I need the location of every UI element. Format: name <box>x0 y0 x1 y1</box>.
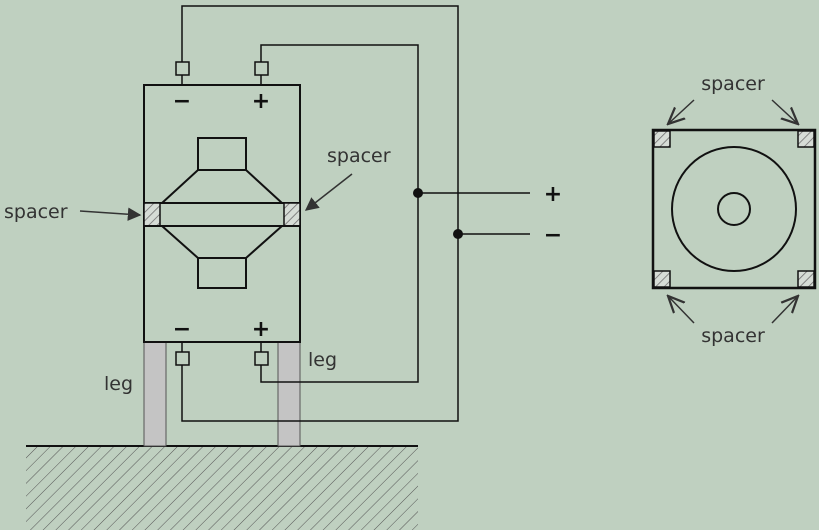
leg-left-label: leg <box>104 373 133 395</box>
top-terminal-plus-post <box>254 61 269 76</box>
spacer-block-left <box>143 202 161 227</box>
bottom-terminal-plus-post <box>254 351 269 366</box>
top-view-arrow-bl <box>668 296 695 324</box>
junction-minus <box>453 229 463 239</box>
supply-plus-label: + <box>544 182 562 207</box>
upper-magnet <box>197 137 247 171</box>
top-view-cone-inner <box>717 192 751 226</box>
top-terminal-minus-post <box>175 61 190 76</box>
wiring <box>181 5 530 422</box>
supply-minus-label: − <box>544 223 562 248</box>
top-view <box>651 128 817 290</box>
bottom-terminal-minus-label: − <box>173 317 191 342</box>
top-view-spacer-tl <box>653 130 671 148</box>
top-view-spacer-tr <box>797 130 815 148</box>
spacer-left-arrow <box>79 207 142 221</box>
top-terminal-plus-label: + <box>252 89 270 114</box>
top-view-arrow-tr <box>771 99 798 124</box>
upper-cone <box>159 169 285 204</box>
leg-right-label: leg <box>308 349 337 371</box>
top-view-spacer-bottom-label: spacer <box>701 325 765 347</box>
top-view-cone-outer <box>671 146 797 272</box>
bottom-terminal-plus-label: + <box>252 317 270 342</box>
lower-magnet <box>197 257 247 289</box>
bottom-terminal-minus-post <box>175 351 190 366</box>
spacer-right-arrow <box>304 173 353 211</box>
wire-top-minus <box>181 5 459 422</box>
spacer-right-label: spacer <box>327 145 391 167</box>
leg-right <box>277 341 301 447</box>
lower-speaker-box <box>143 225 301 343</box>
spacer-left-label: spacer <box>4 201 68 223</box>
wire-top-plus <box>260 44 419 383</box>
ground <box>26 445 418 530</box>
upper-speaker-box <box>143 84 301 204</box>
top-view-arrow-br <box>771 296 798 324</box>
top-terminal-minus-label: − <box>173 89 191 114</box>
leg-left <box>143 341 167 447</box>
spacer-block-right <box>283 202 301 227</box>
top-view-spacer-br <box>797 270 815 288</box>
junction-plus <box>413 188 423 198</box>
top-view-spacer-bl <box>653 270 671 288</box>
middle-band <box>143 202 301 227</box>
lower-cone <box>159 225 285 259</box>
top-view-spacer-top-label: spacer <box>701 73 765 95</box>
top-view-arrow-tl <box>668 99 695 124</box>
